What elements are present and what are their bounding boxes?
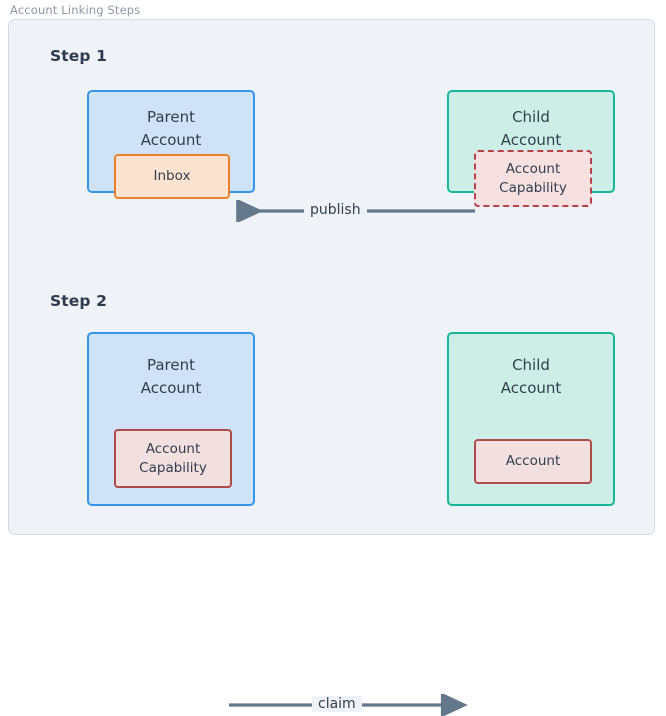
step-1-publish-label: publish — [304, 202, 367, 218]
step-1-inbox-label: Inbox — [153, 168, 191, 184]
step-2-account-capability-box[interactable]: Account Capability — [114, 429, 232, 488]
step-2-account-label: Account — [505, 453, 561, 469]
step-1-account-capability-box[interactable]: Account Capability — [474, 150, 592, 207]
step-2-account-box[interactable]: Account — [474, 439, 592, 484]
step-2-child-account-box[interactable]: Child Account Account — [447, 332, 615, 506]
step-2-claim-label: claim — [312, 696, 362, 712]
diagram-wrapper: Account Linking Steps Step 1 Parent Acco… — [8, 3, 655, 716]
step-1-account-capability-label: Account Capability — [499, 160, 567, 196]
step-1-inbox-box[interactable]: Inbox — [114, 154, 230, 199]
step-1-parent-account-box[interactable]: Parent Account Inbox — [87, 90, 255, 199]
diagram-panel: Step 1 Parent Account Inbox Child Accoun… — [8, 19, 655, 716]
step-1-child-account-title: Child Account — [500, 108, 562, 149]
step-1-label: Step 1 — [50, 47, 107, 65]
step-2-account-capability-label: Account Capability — [139, 440, 207, 476]
diagram-caption: Account Linking Steps — [10, 3, 141, 17]
step-1-child-account-box[interactable]: Child Account Account Capability — [447, 90, 615, 207]
step-2-parent-account-box[interactable]: Parent Account Account Capability — [87, 332, 255, 506]
step-1-section: Step 1 Parent Account Inbox Child Accoun… — [9, 20, 654, 268]
step-2-label: Step 2 — [50, 292, 107, 310]
step-2-child-account-title: Child Account — [500, 356, 562, 397]
step-2-parent-account-title: Parent Account — [140, 356, 202, 397]
step-1-parent-account-title: Parent Account — [140, 108, 202, 149]
step-2-section: Step 2 Parent Account Account Capability… — [9, 268, 654, 716]
